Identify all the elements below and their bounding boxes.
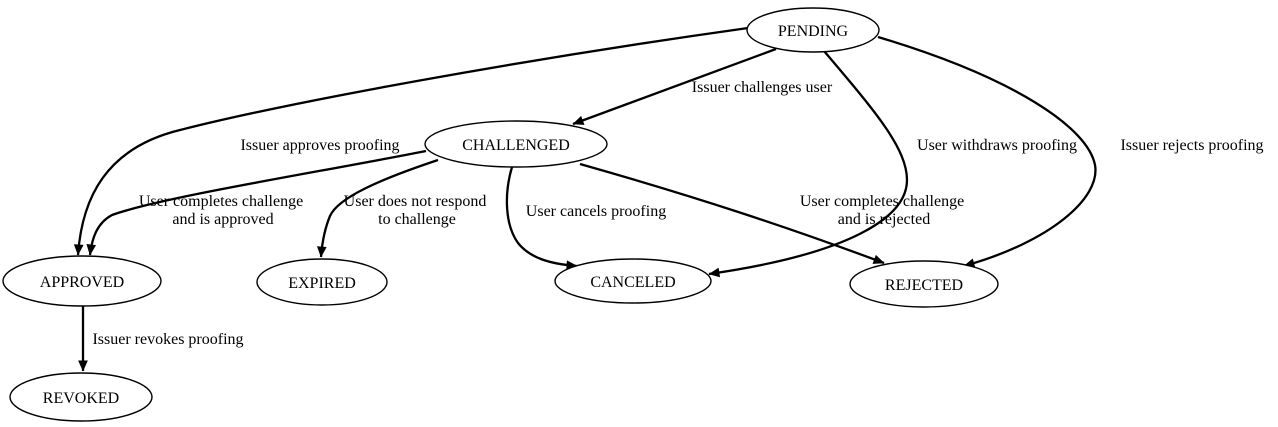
node-revoked-ellipse: [9, 372, 153, 422]
node-pending-label: PENDING: [778, 23, 849, 40]
edge-labels: Issuer challenges user Issuer approves p…: [92, 79, 1263, 348]
node-canceled: CANCELED: [554, 258, 712, 304]
node-challenged-ellipse: [424, 120, 608, 168]
node-expired: EXPIRED: [256, 258, 388, 306]
edge-pending-challenged: [572, 47, 777, 126]
edge-label-issuer-revokes-proofing: Issuer revokes proofing: [92, 331, 243, 348]
edge-label-user-withdraws-proofing: User withdraws proofing: [917, 137, 1077, 154]
edge-label-completes-challenge-rejected: User completes challenge and is rejected: [800, 193, 968, 228]
node-pending-ellipse: [746, 7, 880, 53]
node-expired-label: EXPIRED: [288, 275, 356, 292]
edges: [73, 26, 1097, 372]
edge-label-completes-challenge-approved: User completes challenge and is approved: [139, 193, 307, 228]
node-expired-ellipse: [256, 258, 388, 306]
node-approved: APPROVED: [2, 255, 162, 307]
node-challenged-label: CHALLENGED: [462, 137, 570, 154]
nodes: PENDING CHALLENGED APPROVED EXPIRED CANC…: [2, 7, 999, 422]
node-challenged: CHALLENGED: [424, 120, 608, 168]
node-canceled-ellipse: [554, 258, 712, 304]
edge-challenged-canceled: [505, 166, 578, 271]
edge-pending-approved: [73, 26, 749, 256]
node-pending: PENDING: [746, 7, 880, 53]
edge-challenged-approved: [86, 149, 427, 256]
node-canceled-label: CANCELED: [590, 274, 675, 291]
node-revoked: REVOKED: [9, 372, 153, 422]
edge-label-user-cancels-proofing: User cancels proofing: [526, 203, 666, 220]
edge-label-issuer-rejects-proofing: Issuer rejects proofing: [1120, 137, 1263, 154]
edge-label-issuer-approves-proofing: Issuer approves proofing: [240, 137, 399, 154]
edge-pending-rejected: [877, 35, 1097, 268]
edge-pending-canceled: [708, 50, 909, 278]
node-revoked-label: REVOKED: [43, 390, 119, 407]
node-approved-ellipse: [2, 255, 162, 307]
node-rejected: REJECTED: [849, 260, 999, 308]
edge-challenged-expired: [316, 158, 439, 258]
edge-label-does-not-respond: User does not respond to challenge: [344, 193, 491, 228]
node-rejected-label: REJECTED: [885, 277, 963, 294]
edge-challenged-rejected: [579, 162, 885, 265]
node-approved-label: APPROVED: [40, 274, 124, 291]
edge-label-issuer-challenges-user: Issuer challenges user: [692, 79, 833, 96]
node-rejected-ellipse: [849, 260, 999, 308]
